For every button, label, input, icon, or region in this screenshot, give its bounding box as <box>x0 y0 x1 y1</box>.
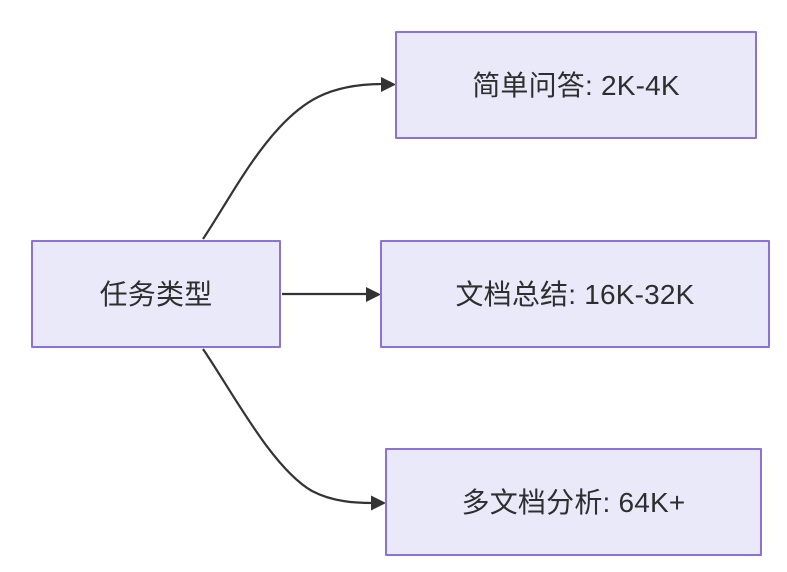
node-task-type[interactable]: 任务类型 <box>31 240 281 348</box>
node-multi-doc-label: 多文档分析: 64K+ <box>461 486 686 518</box>
edge-task-type-simple-qa[interactable] <box>202 77 396 240</box>
node-simple-qa-label: 简单问答: 2K-4K <box>472 69 680 101</box>
edge-task-type-multi-doc[interactable] <box>202 348 386 511</box>
arrowhead-simple-qa <box>381 77 396 92</box>
arrowhead-doc-summary <box>366 287 381 302</box>
arrowhead-multi-doc <box>371 495 386 511</box>
node-doc-summary-label: 文档总结: 16K-32K <box>455 278 695 310</box>
node-doc-summary[interactable]: 文档总结: 16K-32K <box>380 240 770 348</box>
edge-path-simple-qa <box>202 82 384 240</box>
node-simple-qa[interactable]: 简单问答: 2K-4K <box>395 31 757 139</box>
edge-path-multi-doc <box>202 348 374 505</box>
edge-task-type-doc-summary[interactable] <box>282 287 381 302</box>
node-multi-doc[interactable]: 多文档分析: 64K+ <box>385 448 762 556</box>
node-task-type-label: 任务类型 <box>99 278 213 310</box>
